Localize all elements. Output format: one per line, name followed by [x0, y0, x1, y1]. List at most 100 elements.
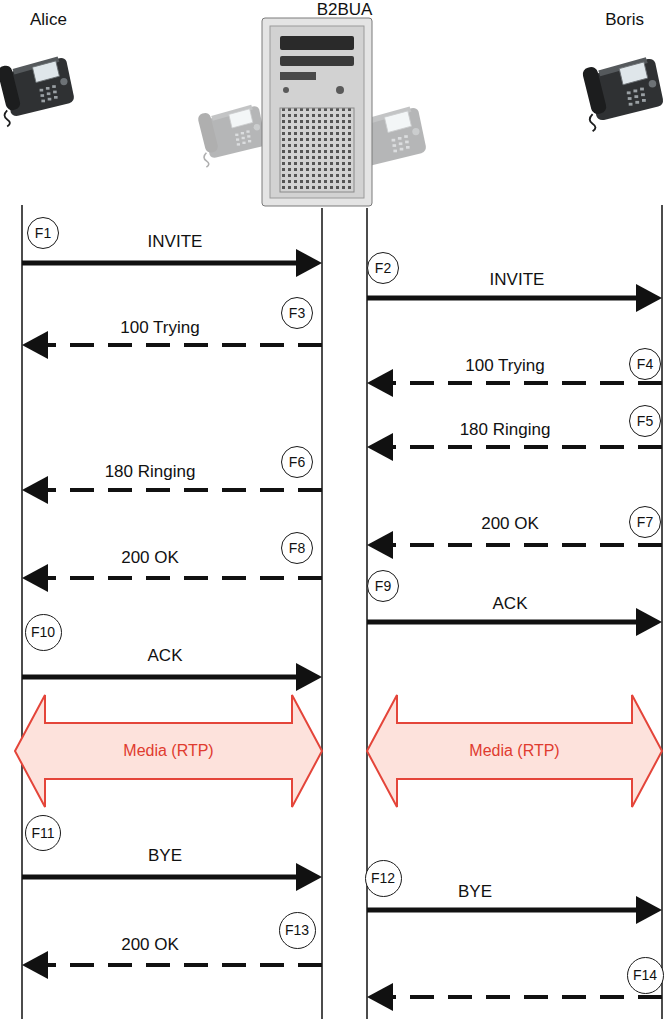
message-label: 200 OK [121, 935, 179, 955]
node-text: F5 [637, 413, 653, 429]
callout-number: F5 [629, 405, 661, 437]
power-button [336, 86, 344, 94]
callout-number: F3 [281, 297, 313, 329]
node-text: F14 [633, 967, 657, 983]
arrowhead [636, 284, 662, 312]
drive-bay [280, 36, 354, 50]
message-arrow [22, 663, 322, 691]
server-front [270, 26, 364, 198]
participant-label: Boris [605, 10, 662, 30]
callout-number: F1 [27, 217, 59, 249]
node-text: F6 [289, 454, 305, 470]
node-text: Media (RTP) [469, 741, 559, 761]
message-arrow [367, 983, 662, 1011]
server-vent [280, 108, 354, 192]
callout-number: F10 [25, 614, 62, 651]
message-line [391, 381, 662, 385]
arrowhead [22, 951, 48, 979]
node-text: Media (RTP) [123, 741, 213, 761]
node-text: F11 [31, 825, 54, 841]
message-label: 200 OK [481, 514, 539, 534]
arrowhead [296, 663, 322, 691]
drive-bay [280, 72, 316, 80]
node-text: F7 [637, 514, 653, 530]
arrowhead [367, 531, 393, 559]
message-line [391, 995, 662, 999]
node-text: Boris [605, 10, 644, 29]
server-case [262, 18, 372, 206]
node-text: F13 [285, 922, 309, 938]
message-label: ACK [493, 594, 528, 614]
double-arrow-outline [15, 695, 322, 807]
arrowhead [367, 983, 393, 1011]
message-label: 100 Trying [465, 356, 544, 376]
node-text: F10 [31, 624, 55, 640]
lifeline [366, 208, 368, 1019]
message-line [367, 620, 638, 625]
message-arrow [367, 531, 662, 559]
arrowhead [22, 331, 48, 359]
node-text: F4 [637, 356, 653, 372]
message-label: 180 Ringing [460, 420, 551, 440]
node-text: B2BUA [317, 0, 373, 19]
participant-label: B2BUA [317, 0, 373, 20]
callout-number: F13 [279, 912, 316, 949]
server-icon [262, 18, 372, 206]
message-label: INVITE [490, 270, 545, 290]
message-arrow [22, 564, 322, 592]
message-arrow [367, 896, 662, 924]
message-line [391, 445, 662, 449]
double-arrow-outline [367, 695, 662, 807]
media-stream: Media (RTP) [367, 695, 662, 807]
callout-number: F8 [281, 532, 313, 564]
message-line [22, 875, 298, 880]
callout-number: F14 [627, 957, 664, 994]
message-line [367, 296, 638, 301]
message-label: BYE [148, 846, 182, 866]
lifeline [21, 205, 23, 1019]
callout-number: F11 [25, 815, 61, 851]
arrowhead [636, 608, 662, 636]
node-text: F12 [371, 870, 395, 886]
message-label: ACK [148, 646, 183, 666]
node-text: F2 [375, 260, 391, 276]
message-label: INVITE [148, 232, 203, 252]
drive-bay [280, 56, 354, 66]
message-line [46, 343, 322, 347]
callout-number: F6 [281, 446, 313, 478]
message-label: 180 Ringing [105, 462, 196, 482]
phone-icon [0, 56, 74, 126]
node-text: Alice [30, 10, 67, 29]
message-label: BYE [458, 882, 492, 902]
message-line [46, 576, 322, 580]
node-text: F8 [289, 540, 305, 556]
lifeline [321, 208, 323, 1019]
message-arrow [22, 951, 322, 979]
participant-label: Alice [22, 10, 67, 30]
phone-icon-faded [197, 105, 266, 167]
arrowhead [22, 476, 48, 504]
lifelines [22, 205, 662, 1019]
arrowhead [367, 433, 393, 461]
message-label: 100 Trying [120, 318, 199, 338]
callout-number: F9 [367, 570, 399, 602]
arrowhead [296, 863, 322, 891]
node-text: F1 [35, 225, 51, 241]
message-line [367, 908, 638, 913]
phone-icon [581, 57, 663, 131]
message-arrow [22, 863, 322, 891]
message-line [22, 675, 298, 680]
node-text: F9 [375, 578, 391, 594]
server-led [283, 87, 289, 93]
arrowhead [636, 896, 662, 924]
arrowhead [22, 564, 48, 592]
callout-number: F7 [629, 506, 661, 538]
message-line [46, 488, 322, 492]
arrowhead [296, 249, 322, 277]
message-line [391, 543, 662, 547]
callout-number: F12 [365, 860, 402, 897]
message-label: 200 OK [121, 548, 179, 568]
message-line [46, 963, 322, 967]
